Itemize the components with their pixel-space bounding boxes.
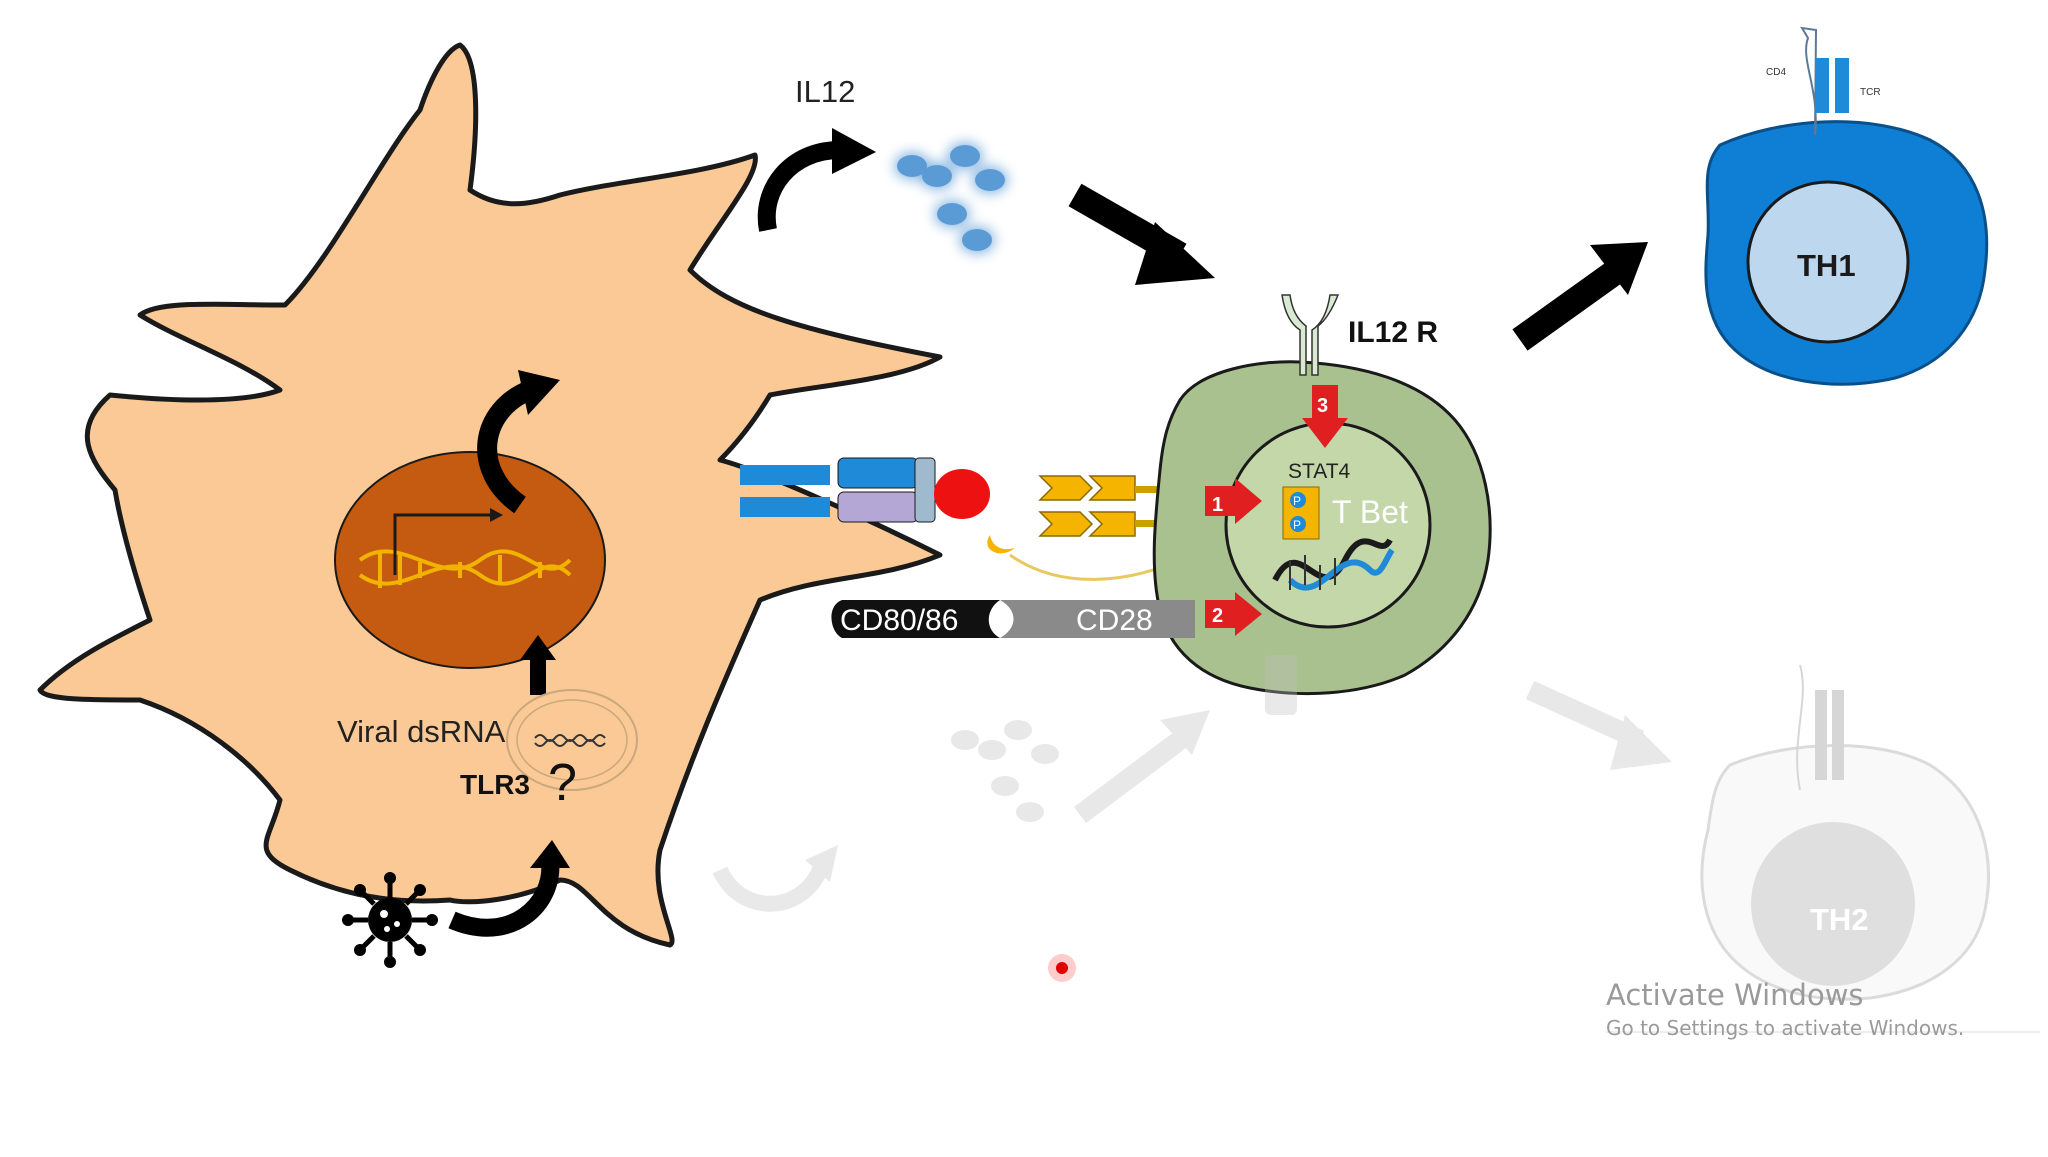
phospho-p-1: P (1293, 494, 1301, 508)
cd80-86-label: CD80/86 (840, 604, 958, 637)
faded-curved-arrow (712, 866, 828, 912)
virus-entry-curved-arrow (448, 859, 560, 937)
th2-nucleus (1751, 822, 1915, 986)
antigen-peptide (934, 469, 990, 519)
stat4-label: STAT4 (1288, 460, 1351, 483)
nucleus-export-curved-arrow (477, 380, 535, 514)
phospho-p-2: P (1293, 518, 1301, 532)
step-arrow-2: 2 (1205, 592, 1262, 636)
step-arrow-3: 3 (1302, 385, 1348, 448)
il12-receptor-icon (1281, 294, 1340, 376)
faded-cytokine-molecules (951, 720, 1059, 822)
transcription-arrow-icon (393, 513, 492, 575)
virus-icon (342, 872, 438, 968)
faded-receptor (1265, 655, 1297, 715)
tlr3-question-mark: ? (548, 754, 577, 812)
antigen-fragment-icon (987, 535, 1015, 554)
tcell-to-th1-arrow (1512, 242, 1648, 351)
faded-arrow-to-th2 (1525, 680, 1672, 770)
th2-label: TH2 (1810, 902, 1869, 937)
laser-pointer-dot (1048, 954, 1076, 982)
th1-label: TH1 (1797, 248, 1856, 283)
step-arrow-1: 1 (1205, 478, 1262, 524)
tcr-receptor (1038, 475, 1136, 537)
il12-to-tcell-arrow (1068, 183, 1215, 285)
cd4-coreceptor-icon (1800, 26, 1818, 136)
step-3-number: 3 (1317, 395, 1328, 417)
tbet-label: T Bet (1332, 494, 1408, 530)
tcr-label: TCR (1860, 87, 1881, 98)
activate-windows-watermark: Activate Windows Go to Settings to activ… (1606, 978, 1964, 1040)
th2-cd4-icon (1796, 664, 1804, 791)
cd28-molecule: CD28 (1000, 600, 1195, 638)
watermark-title: Activate Windows (1606, 978, 1864, 1012)
step-2-number: 2 (1212, 605, 1223, 627)
th1-tcr-icon (1815, 58, 1849, 113)
th1-nucleus (1746, 180, 1910, 344)
watermark-subtitle: Go to Settings to activate Windows. (1606, 1016, 1965, 1040)
cd4-label: CD4 (1766, 67, 1786, 78)
step-1-number: 1 (1212, 494, 1223, 516)
viral-dsrna-label: Viral dsRNA (337, 714, 506, 749)
faded-future-steps: TH2 (712, 655, 1990, 1001)
il12-molecules (894, 142, 1008, 254)
il12-secretion-curved-arrow (757, 141, 841, 232)
faded-arrow-to-receptor (1074, 710, 1210, 823)
dc-nucleus (334, 451, 606, 669)
th2-tcr-icon (1815, 690, 1844, 780)
tcell-dna-helix (1272, 538, 1395, 591)
mhc-complex (740, 457, 936, 523)
tlr3-to-nucleus-arrow (530, 655, 546, 695)
endosome (506, 689, 638, 791)
il12-label: IL12 (795, 74, 855, 109)
th2-cell (1700, 744, 1990, 1001)
il12r-label: IL12 R (1348, 316, 1438, 349)
tlr3-label: TLR3 (460, 769, 530, 800)
cd80-86-molecule: CD80/86 (831, 600, 1000, 638)
cd28-label: CD28 (1076, 604, 1153, 637)
